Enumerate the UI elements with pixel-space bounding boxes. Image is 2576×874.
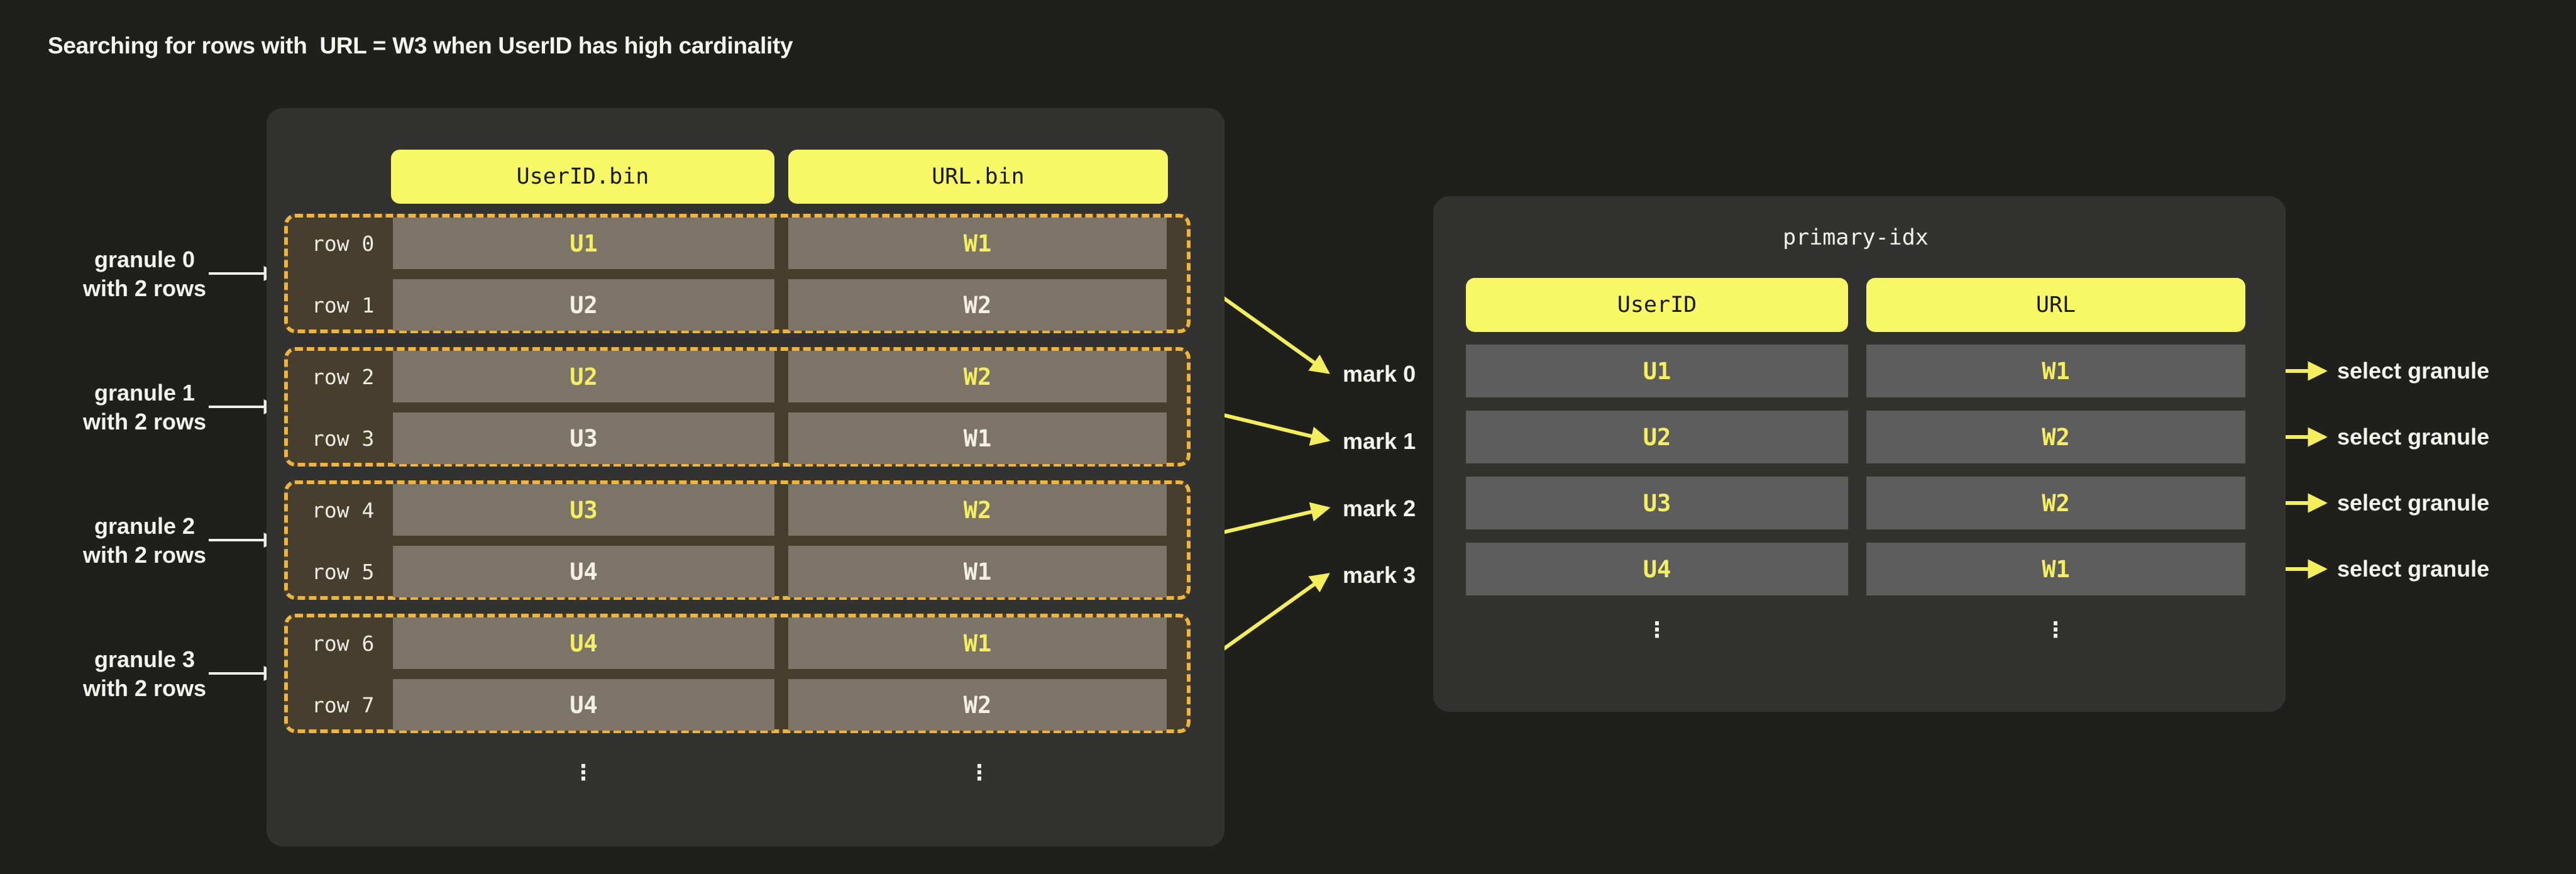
granule-label-line1: granule 3 xyxy=(94,646,195,672)
granule-label-line2: with 2 rows xyxy=(82,275,207,301)
granule-label-line1: granule 0 xyxy=(94,246,195,272)
index-url-cell: W1 xyxy=(1866,345,2245,397)
granule-1-box: row 2 U2 W2 row 3 U3 W1 xyxy=(284,347,1191,467)
granule-label-line2: with 2 rows xyxy=(82,542,207,568)
url-cell: W2 xyxy=(788,351,1167,402)
index-userid-cell: U3 xyxy=(1466,477,1848,529)
row-label: row 3 xyxy=(312,426,375,451)
column-header-url-bin: URL.bin xyxy=(788,150,1168,204)
userid-cell: U3 xyxy=(393,484,774,536)
select-granule-label-2: select granule xyxy=(2337,490,2490,516)
index-url-cell: W1 xyxy=(1866,543,2245,595)
url-cell: W2 xyxy=(788,279,1167,331)
granule-label-line2: with 2 rows xyxy=(82,409,207,434)
index-url-cell: W2 xyxy=(1866,411,2245,463)
index-url-ellipsis: ⋮ xyxy=(2045,617,2066,643)
userid-cell: U4 xyxy=(393,617,774,669)
row-label: row 5 xyxy=(312,559,375,584)
mark-1-label: mark 1 xyxy=(1343,428,1416,454)
granule-label-line2: with 2 rows xyxy=(82,675,207,701)
diagram-title: Searching for rows with URL = W3 when Us… xyxy=(48,33,793,58)
granule-label-line1: granule 1 xyxy=(94,380,195,406)
url-cell: W1 xyxy=(788,412,1167,464)
granule-0-box: row 0 U1 W1 row 1 U2 W2 xyxy=(284,214,1191,333)
index-userid-cell: U2 xyxy=(1466,411,1848,463)
index-header-url: URL xyxy=(1866,278,2245,332)
index-userid-cell: U1 xyxy=(1466,345,1848,397)
granule-2-label: granule 2 with 2 rows xyxy=(31,512,258,570)
index-url-cell: W2 xyxy=(1866,477,2245,529)
mark-2-label: mark 2 xyxy=(1343,495,1416,521)
url-bin-ellipsis: ⋮ xyxy=(969,760,990,785)
row-label: row 4 xyxy=(312,497,375,523)
select-granule-label-3: select granule xyxy=(2337,556,2490,582)
userid-cell: U4 xyxy=(393,679,774,731)
index-userid-ellipsis: ⋮ xyxy=(1646,617,1668,643)
granule-2-box: row 4 U3 W2 row 5 U4 W1 xyxy=(284,480,1191,600)
mark-0-label: mark 0 xyxy=(1343,361,1416,387)
userid-cell: U2 xyxy=(393,351,774,402)
primary-index-title: primary-idx xyxy=(1783,225,1929,250)
userid-cell: U3 xyxy=(393,412,774,464)
row-label: row 1 xyxy=(312,292,375,318)
row-label: row 7 xyxy=(312,692,375,717)
mark-3-label: mark 3 xyxy=(1343,562,1416,588)
granule-label-line1: granule 2 xyxy=(94,513,195,539)
granule-1-label: granule 1 with 2 rows xyxy=(31,379,258,436)
userid-bin-ellipsis: ⋮ xyxy=(573,760,594,785)
select-granule-label-1: select granule xyxy=(2337,424,2490,450)
url-cell: W2 xyxy=(788,484,1167,536)
select-granule-label-0: select granule xyxy=(2337,358,2490,384)
url-cell: W1 xyxy=(788,218,1167,269)
granule-3-label: granule 3 with 2 rows xyxy=(31,645,258,703)
url-cell: W2 xyxy=(788,679,1167,731)
granule-3-box: row 6 U4 W1 row 7 U4 W2 xyxy=(284,614,1191,733)
userid-cell: U2 xyxy=(393,279,774,331)
index-header-userid: UserID xyxy=(1466,278,1848,332)
url-cell: W1 xyxy=(788,546,1167,597)
granule-0-label: granule 0 with 2 rows xyxy=(31,245,258,303)
column-header-userid-bin: UserID.bin xyxy=(391,150,774,204)
index-userid-cell: U4 xyxy=(1466,543,1848,595)
url-cell: W1 xyxy=(788,617,1167,669)
row-label: row 6 xyxy=(312,631,375,656)
row-label: row 2 xyxy=(312,364,375,389)
userid-cell: U4 xyxy=(393,546,774,597)
userid-cell: U1 xyxy=(393,218,774,269)
row-label: row 0 xyxy=(312,231,375,256)
